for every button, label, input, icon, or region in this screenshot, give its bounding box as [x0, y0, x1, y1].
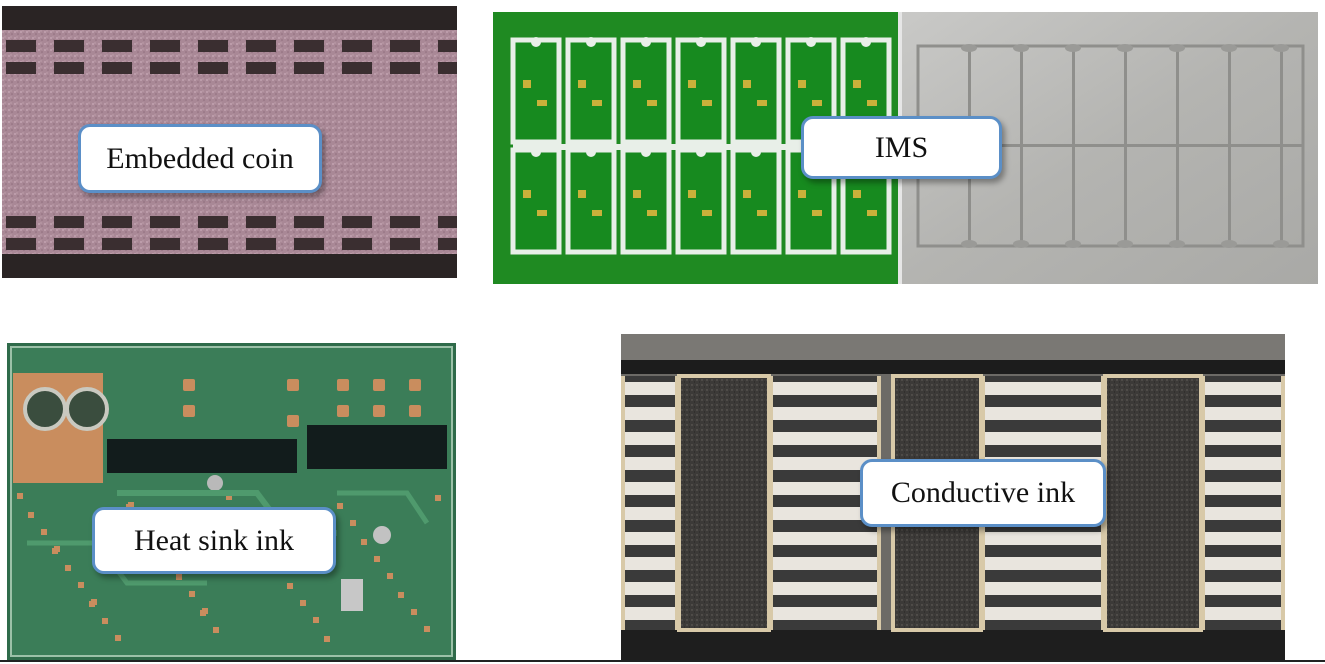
conductive-ink-photo [621, 334, 1285, 660]
heat-sink-ink-label: Heat sink ink [92, 507, 336, 574]
ims-photo [493, 12, 1318, 284]
bottom-rule [0, 660, 1325, 662]
embedded-coin-label: Embedded coin [78, 124, 322, 193]
heat-sink-ink-photo [7, 343, 456, 660]
conductive-ink-label: Conductive ink [860, 459, 1106, 527]
ims-label: IMS [801, 116, 1002, 179]
